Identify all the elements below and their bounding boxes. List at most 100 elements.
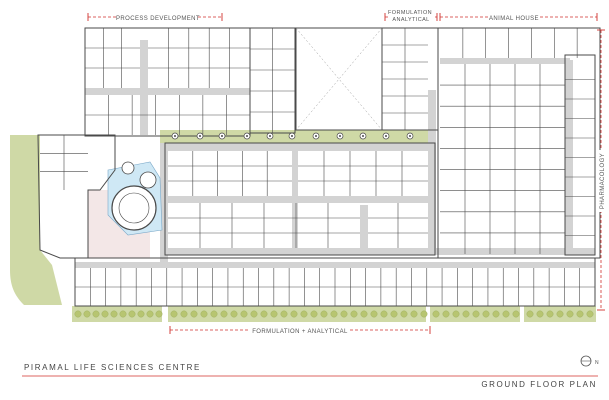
atrium — [88, 161, 163, 258]
tree-icon — [556, 310, 564, 318]
column-dot — [362, 135, 364, 137]
atrium-cross — [295, 27, 383, 131]
process-dev-vertical — [140, 40, 148, 135]
process-dev-corridor — [85, 88, 250, 95]
tree-icon — [330, 310, 338, 318]
tree-icon — [119, 310, 127, 318]
corridors — [75, 40, 595, 268]
tree-icon — [220, 310, 228, 318]
central-labs-block — [164, 142, 436, 256]
zone-label-process-development: PROCESS DEVELOPMENT — [116, 16, 200, 22]
tree-icon — [546, 310, 554, 318]
tree-icon — [320, 310, 328, 318]
tree-icon — [300, 310, 308, 318]
landscape-areas — [10, 130, 596, 322]
column-dot — [409, 135, 411, 137]
north-landscape-strip — [160, 130, 435, 144]
tree-icon — [492, 310, 500, 318]
tree-icon — [200, 310, 208, 318]
tree-icon — [260, 310, 268, 318]
central-cross-corridor — [165, 196, 433, 203]
tree-icon — [290, 310, 298, 318]
tree-icon — [452, 310, 460, 318]
tree-icon — [370, 310, 378, 318]
west-reception-block — [37, 134, 116, 259]
tree-icon — [462, 310, 470, 318]
tree-icon — [180, 310, 188, 318]
tree-icon — [400, 310, 408, 318]
tree-icon — [240, 310, 248, 318]
tree-icon — [420, 310, 428, 318]
zone-label-animal-house: ANIMAL HOUSE — [489, 16, 539, 22]
animal-house-corridor — [440, 58, 570, 64]
tree-icon — [210, 310, 218, 318]
tree-icon — [350, 310, 358, 318]
tree-icon — [310, 310, 318, 318]
zone-label-formulation-analytical: FORMULATION ANALYTICAL — [388, 10, 434, 23]
tree-icon — [74, 310, 82, 318]
zone-labels: PROCESS DEVELOPMENT FORMULATION ANALYTIC… — [116, 6, 606, 335]
tree-icon — [146, 310, 154, 318]
tree-icon — [472, 310, 480, 318]
column-dot — [339, 135, 341, 137]
tree-icon — [482, 310, 490, 318]
column-dot — [385, 135, 387, 137]
lower-wing-corridor — [75, 262, 595, 268]
tree-icon — [536, 310, 544, 318]
rotunda-east — [139, 171, 157, 189]
tree-icon — [442, 310, 450, 318]
pharmacology-block — [564, 54, 596, 256]
tree-icon — [83, 310, 91, 318]
east-vertical-corridor — [428, 90, 436, 255]
tree-icon — [526, 310, 534, 318]
tree-icon — [230, 310, 238, 318]
north-label: N — [595, 360, 599, 366]
tree-icon — [280, 310, 288, 318]
tree-icon — [432, 310, 440, 318]
column-dot — [291, 135, 293, 137]
column-dot — [221, 135, 223, 137]
tree-icon — [101, 310, 109, 318]
north-arrow: N — [580, 355, 599, 367]
tree-icon — [586, 310, 594, 318]
drawing-title: GROUND FLOOR PLAN — [481, 380, 597, 389]
central-court-corridor — [360, 205, 368, 250]
tree-row — [74, 310, 594, 318]
tree-icon — [190, 310, 198, 318]
formulation-line-2: ANALYTICAL — [392, 17, 429, 23]
tree-icon — [380, 310, 388, 318]
mid-vertical-corridor — [292, 143, 298, 253]
column-dot — [174, 135, 176, 137]
process-dev-block — [84, 27, 251, 137]
column-dot — [199, 135, 201, 137]
tree-icon — [92, 310, 100, 318]
dimension-ticks — [87, 13, 605, 334]
tree-icon — [128, 310, 136, 318]
south-service-corridor — [165, 248, 595, 255]
column-dot — [269, 135, 271, 137]
room-partitions — [40, 28, 595, 306]
tree-icon — [576, 310, 584, 318]
zone-label-formulation-analytical-bottom: FORMULATION + ANALYTICAL — [252, 329, 348, 335]
tree-icon — [360, 310, 368, 318]
tree-icon — [512, 310, 520, 318]
tree-icon — [170, 310, 178, 318]
tree-icon — [110, 310, 118, 318]
auditorium-drum — [111, 185, 157, 231]
west-landscape-area — [10, 135, 62, 305]
column-dot — [246, 135, 248, 137]
west-vertical-corridor — [160, 143, 168, 263]
auditorium-inner-ring — [118, 192, 150, 224]
title-block: PIRAMAL LIFE SCIENCES CENTRE GROUND FLOO… — [22, 355, 599, 389]
tree-icon — [410, 310, 418, 318]
tree-icon — [502, 310, 510, 318]
tree-icon — [340, 310, 348, 318]
tree-icon — [390, 310, 398, 318]
column-markers — [171, 132, 414, 140]
project-title: PIRAMAL LIFE SCIENCES CENTRE — [24, 363, 201, 372]
tree-icon — [155, 310, 163, 318]
east-west-spine — [165, 143, 435, 151]
tree-icon — [270, 310, 278, 318]
